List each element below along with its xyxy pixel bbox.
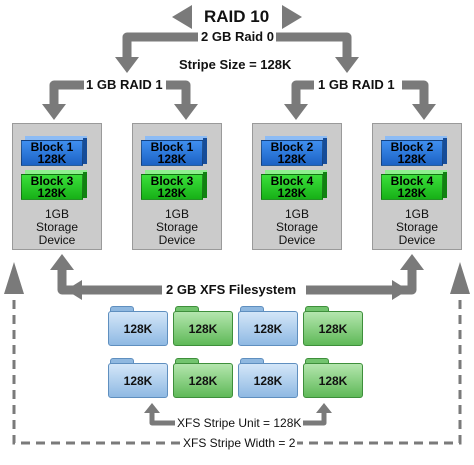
- title-right-arrowhead: [282, 5, 302, 29]
- block-name: Block 3: [30, 174, 74, 188]
- raid1-right-to-dev4-arrow: [402, 80, 429, 104]
- folder-icon: 128K: [238, 306, 298, 346]
- block-size: 128K: [157, 186, 187, 200]
- title-left-arrowhead: [172, 5, 192, 29]
- folder-icon: 128K: [108, 306, 168, 346]
- raid1-left-label: 1 GB RAID 1: [84, 77, 165, 92]
- stripe-width-label: XFS Stripe Width = 2: [181, 436, 298, 450]
- block-name: Block 3: [150, 174, 194, 188]
- folder-icon: 128K: [303, 306, 363, 346]
- block-size: 128K: [157, 152, 187, 166]
- stripe-unit-label: XFS Stripe Unit = 128K: [175, 416, 304, 430]
- raid1-right-label: 1 GB RAID 1: [316, 77, 397, 92]
- block-name: Block 4: [390, 174, 434, 188]
- block-size: 128K: [37, 186, 67, 200]
- block-name: Block 2: [390, 140, 434, 154]
- folder-icon: 128K: [173, 306, 233, 346]
- stripe-width-right-dashed: [294, 292, 462, 445]
- raid0-label: 2 GB Raid 0: [199, 29, 276, 44]
- block-name: Block 2: [270, 140, 314, 154]
- stripe-size-label: Stripe Size = 128K: [179, 57, 292, 72]
- stripe-width-left-dashed: [12, 292, 180, 445]
- block-name: Block 1: [30, 140, 74, 154]
- folder-icon: 128K: [173, 358, 233, 398]
- folder-icon: 128K: [303, 358, 363, 398]
- block-size: 128K: [37, 152, 67, 166]
- filesystem-label: 2 GB XFS Filesystem: [164, 282, 299, 297]
- raid0-to-right-arrow: [276, 32, 352, 57]
- raid1-left-to-dev1-arrow: [49, 80, 84, 104]
- raid1-right-to-dev3-arrow: [291, 80, 314, 104]
- block-name: Block 4: [270, 174, 314, 188]
- block-size: 128K: [397, 186, 427, 200]
- block-size: 128K: [277, 186, 307, 200]
- raid0-to-left-arrow: [122, 32, 198, 57]
- fs-right-arrow: [306, 270, 417, 295]
- block-name: Block 1: [150, 140, 194, 154]
- block-size: 128K: [277, 152, 307, 166]
- diagram-title: RAID 10: [204, 7, 270, 26]
- raid1-left-to-dev2-arrow: [166, 80, 191, 104]
- block-size: 128K: [397, 152, 427, 166]
- stripe-unit-right-arrow: [299, 413, 327, 426]
- stripe-unit-left-arrow: [149, 413, 175, 426]
- fs-left-arrow: [57, 270, 162, 295]
- folder-icon: 128K: [108, 358, 168, 398]
- folder-icon: 128K: [238, 358, 298, 398]
